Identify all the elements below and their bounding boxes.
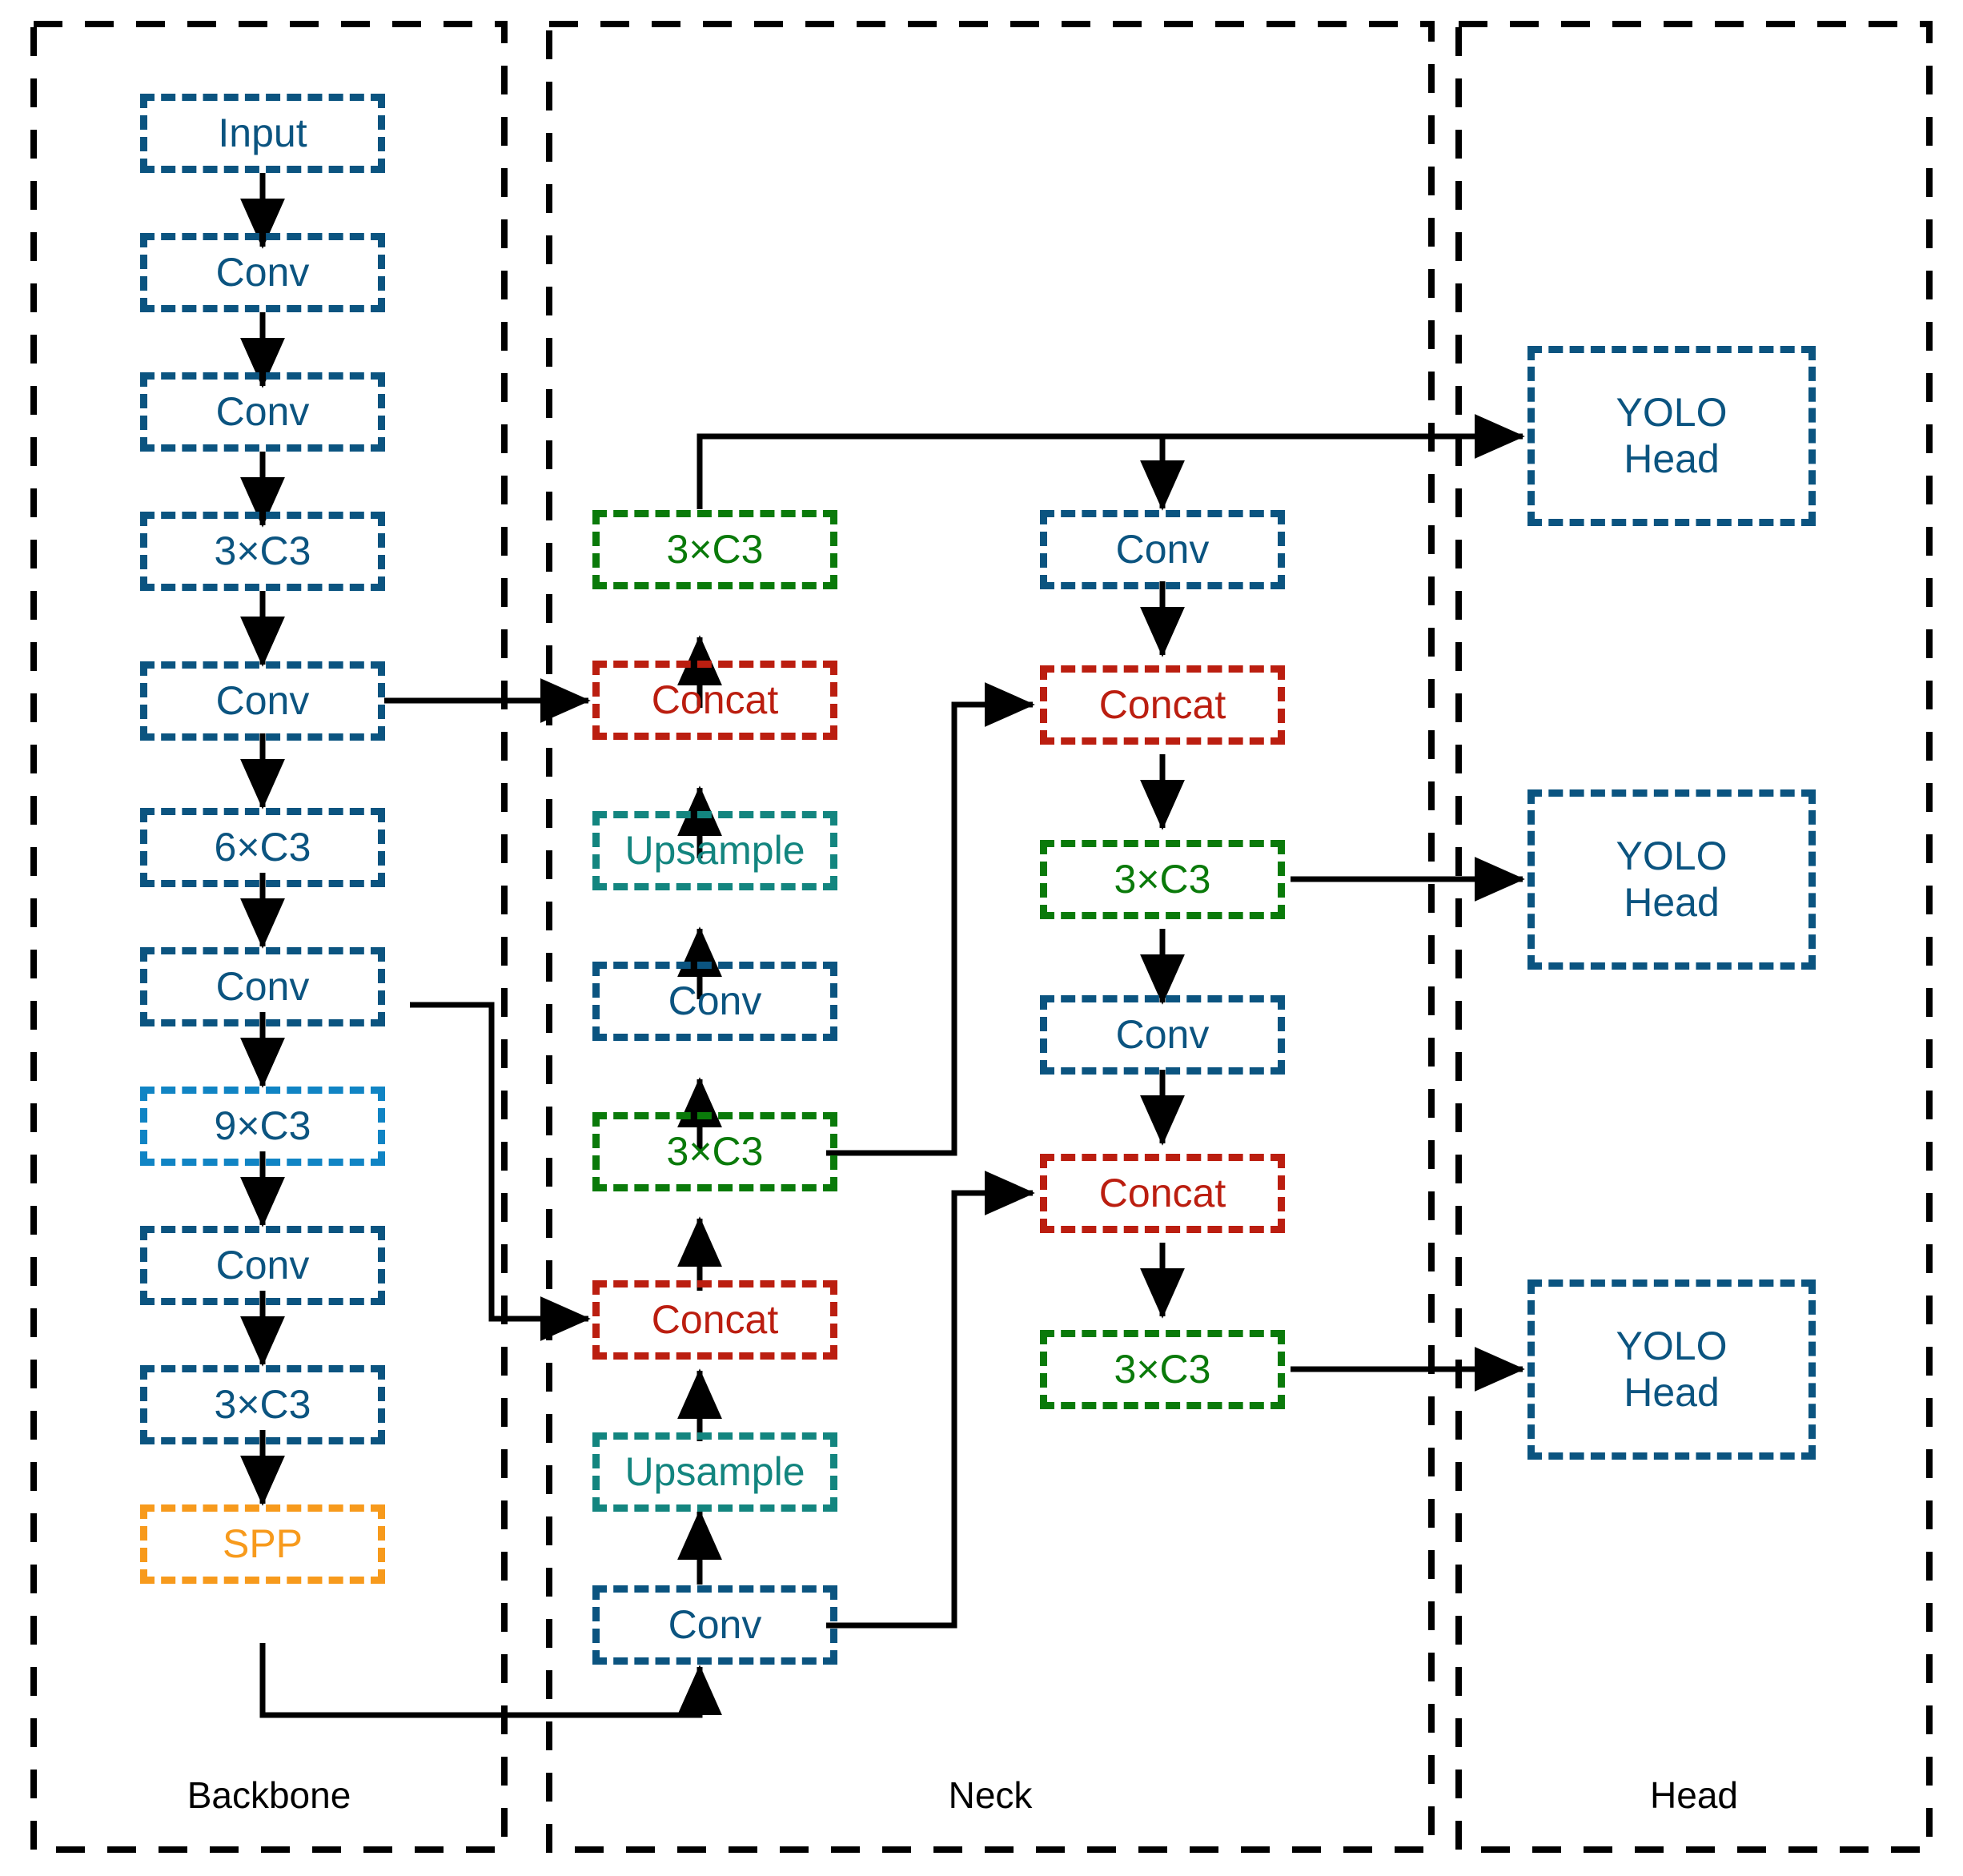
node-label: Conv (1115, 526, 1210, 572)
node-label: Concat (1098, 681, 1226, 727)
node-label: Conv (668, 1601, 762, 1647)
backbone-node-6xc3[interactable]: 6×C3 (140, 808, 385, 887)
node-label: Conv (215, 963, 310, 1009)
node-label: Conv (215, 249, 310, 295)
backbone-node-conv-4[interactable]: Conv (140, 947, 385, 1026)
neck-node-concat-top[interactable]: Concat (592, 661, 837, 740)
neck-top-to-head1 (696, 414, 1525, 509)
yolo-head-line1: YOLO (1616, 1324, 1728, 1368)
node-label: Conv (668, 978, 762, 1023)
node-label: 3×C3 (1114, 1346, 1211, 1392)
node-label: 6×C3 (214, 824, 311, 870)
neck-right-node-3xc3-bottom[interactable]: 3×C3 (1040, 1330, 1285, 1409)
backbone-node-spp[interactable]: SPP (140, 1504, 385, 1584)
neck-bottom-conv-to-right-concat (826, 1171, 1035, 1629)
node-label: 3×C3 (214, 528, 311, 573)
backbone-node-9xc3[interactable]: 9×C3 (140, 1087, 385, 1166)
node-label: SPP (222, 1520, 303, 1566)
node-label: Conv (215, 1242, 310, 1287)
node-label: Conv (1115, 1011, 1210, 1057)
neck-right-node-conv-mid[interactable]: Conv (1040, 995, 1285, 1075)
node-label: 9×C3 (214, 1103, 311, 1148)
spp-to-neck-conv (259, 1643, 722, 1718)
backbone-node-conv-1[interactable]: Conv (140, 233, 385, 312)
section-label-backbone: Backbone (187, 1774, 351, 1816)
neck-right-node-concat-bottom[interactable]: Concat (1040, 1154, 1285, 1233)
node-label: Concat (1098, 1170, 1226, 1215)
node-label: Input (218, 110, 307, 155)
head-node-yolo-head-2[interactable]: YOLO Head (1527, 789, 1816, 970)
yolo-head-line1: YOLO (1616, 390, 1728, 435)
neck-mid-c3-to-right-concat (826, 682, 1035, 1156)
neck-right-node-3xc3-mid[interactable]: 3×C3 (1040, 840, 1285, 919)
backbone-node-conv-3[interactable]: Conv (140, 661, 385, 741)
backbone-node-input[interactable]: Input (140, 94, 385, 173)
backbone-node-conv-2[interactable]: Conv (140, 372, 385, 452)
node-label: Concat (651, 677, 779, 722)
yolo-head-line2: Head (1624, 1369, 1720, 1415)
neck-node-conv-bottom[interactable]: Conv (592, 1585, 837, 1665)
yolo-head-line2: Head (1624, 436, 1720, 481)
node-label: 3×C3 (1114, 856, 1211, 902)
neck-node-conv-top[interactable]: Conv (592, 962, 837, 1041)
yolo-head-line1: YOLO (1616, 834, 1728, 878)
neck-node-3xc3-mid[interactable]: 3×C3 (592, 1112, 837, 1191)
head-node-yolo-head-3[interactable]: YOLO Head (1527, 1279, 1816, 1460)
section-label-head: Head (1650, 1774, 1738, 1816)
section-label-neck: Neck (948, 1774, 1033, 1816)
neck-right-node-conv-top[interactable]: Conv (1040, 510, 1285, 589)
neck-node-upsample-bottom[interactable]: Upsample (592, 1432, 837, 1512)
backbone-node-conv-5[interactable]: Conv (140, 1226, 385, 1305)
head-node-yolo-head-1[interactable]: YOLO Head (1527, 346, 1816, 526)
node-label: Conv (215, 388, 310, 434)
yolo-head-line2: Head (1624, 879, 1720, 925)
node-label: 3×C3 (214, 1381, 311, 1427)
neck-node-concat-bottom[interactable]: Concat (592, 1280, 837, 1360)
head-section-border (1455, 21, 1933, 1853)
backbone-node-3xc3-1[interactable]: 3×C3 (140, 512, 385, 591)
node-label: Upsample (624, 827, 805, 873)
node-label: Conv (215, 677, 310, 723)
neck-right-node-concat-top[interactable]: Concat (1040, 665, 1285, 745)
neck-node-upsample-top[interactable]: Upsample (592, 811, 837, 890)
backbone-node-3xc3-2[interactable]: 3×C3 (140, 1365, 385, 1444)
neck-section-border (546, 21, 1435, 1853)
skip-conv-to-lower-concat (410, 1002, 591, 1341)
node-label: Upsample (624, 1448, 805, 1494)
node-label: 3×C3 (666, 526, 764, 572)
node-label: 3×C3 (666, 1128, 764, 1174)
backbone-section-border (30, 21, 508, 1853)
neck-node-3xc3-top[interactable]: 3×C3 (592, 510, 837, 589)
node-label: Concat (651, 1296, 779, 1342)
